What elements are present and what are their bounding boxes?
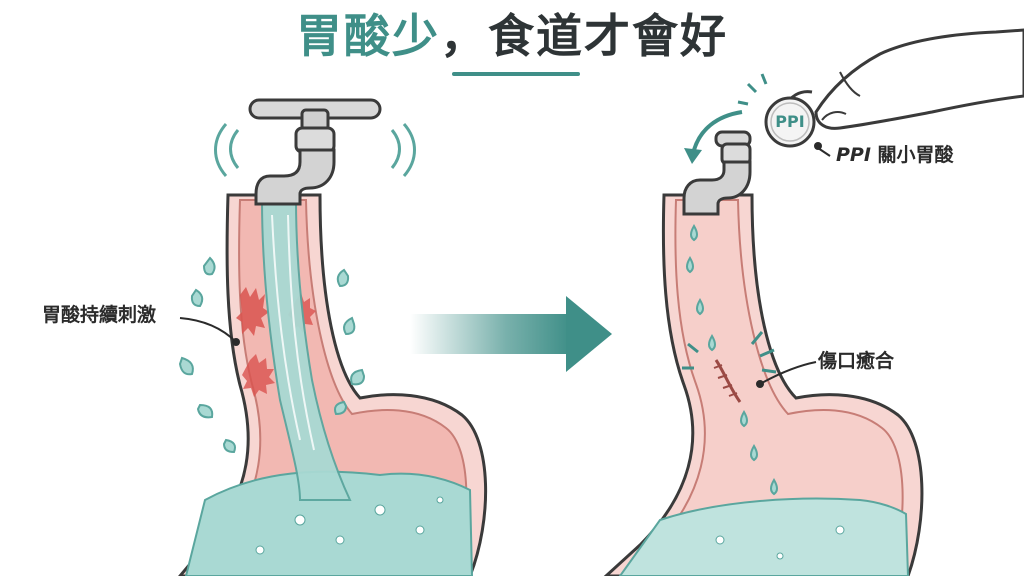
irritation-patch <box>236 287 269 336</box>
title-separator: ， <box>440 9 488 63</box>
rotate-arrow-icon <box>692 110 743 151</box>
pill-icon <box>737 73 816 148</box>
title-underline <box>452 72 580 76</box>
ppi-label-prefix: PPI <box>836 144 871 166</box>
irritation-label: 胃酸持續刺激 <box>42 304 157 326</box>
irritation-pointer <box>179 317 237 343</box>
healing-pointer <box>759 361 817 385</box>
left-esophagus <box>178 193 488 576</box>
acid-stream <box>260 199 352 501</box>
right-drops <box>686 224 778 496</box>
acid-pool-small <box>618 497 910 576</box>
left-splash <box>178 256 366 454</box>
ppi-label: PPI 關小胃酸 <box>836 143 954 167</box>
healing-wound <box>714 359 742 403</box>
ppi-label-suffix: 關小胃酸 <box>870 144 954 166</box>
healing-label: 傷口癒合 <box>818 350 895 372</box>
right-esophagus <box>603 193 924 576</box>
faucet-icon <box>214 98 416 206</box>
title-main: 食道才會好 <box>488 9 728 63</box>
pill-label: PPI <box>775 112 805 131</box>
irritation-patch <box>242 354 275 397</box>
page-title: 胃酸少，食道才會好 <box>0 4 1024 68</box>
faucet-icon <box>682 130 752 216</box>
title-accent: 胃酸少 <box>296 9 440 63</box>
arrow-icon <box>410 296 612 372</box>
